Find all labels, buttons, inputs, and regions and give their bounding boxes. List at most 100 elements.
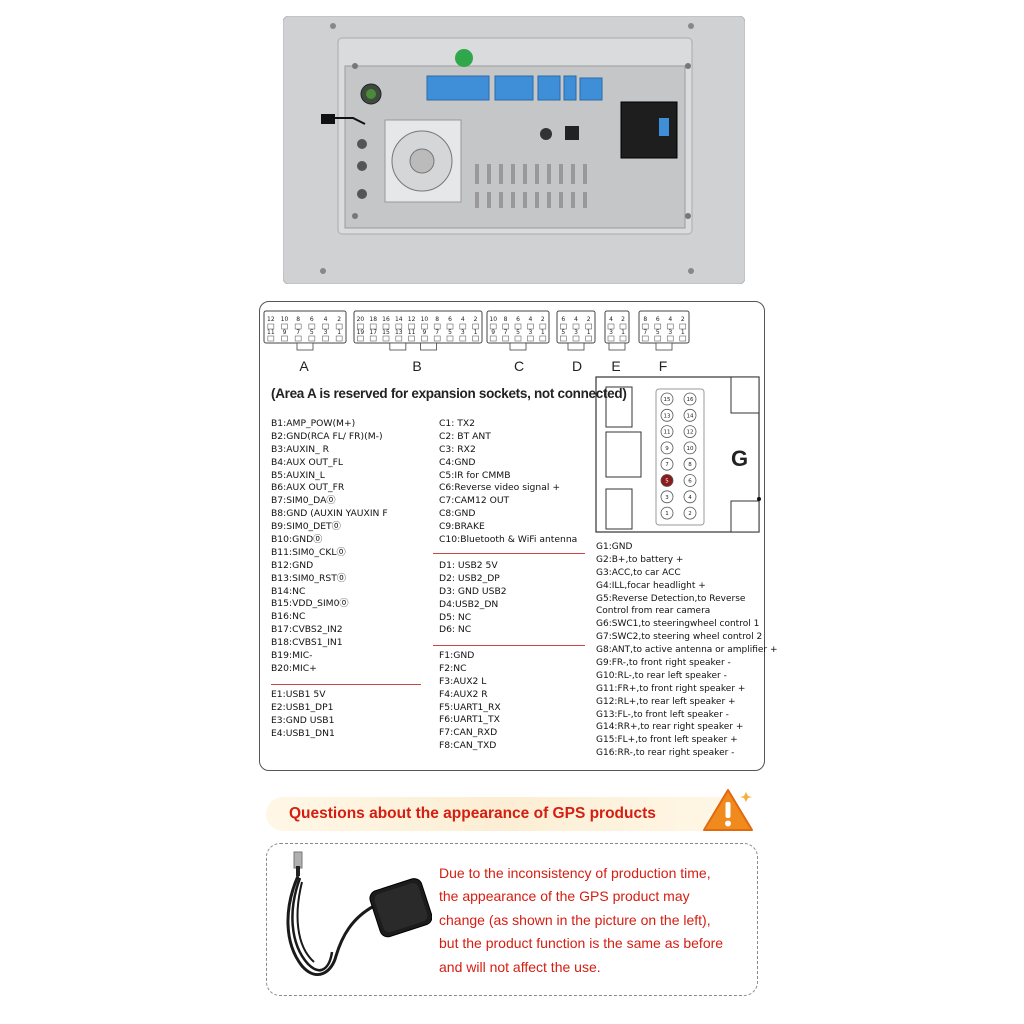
pin-entry: G5:Reverse Detection,to Reverse — [596, 593, 746, 604]
pin-number: 4 — [528, 316, 532, 323]
pin-number: 3 — [461, 329, 465, 336]
gps-notice-text: Due to the inconsistency of production t… — [439, 862, 759, 979]
pin-entry: C5:IR for CMMB — [439, 469, 511, 481]
pin-number: 12 — [267, 316, 275, 323]
pin-number: 6 — [561, 316, 565, 323]
g-pin — [683, 457, 697, 471]
pin-number: 15 — [664, 397, 671, 403]
pin-entry: B2:GND(RCA FL/ FR)(M-) — [271, 430, 383, 442]
pin-number: 10 — [687, 446, 694, 452]
pin-entry: B8:GND (AUXIN YAUXIN F — [271, 508, 388, 520]
pin-entry: G14:RR+,to rear right speaker + — [596, 722, 744, 733]
pin-number: 2 — [337, 316, 341, 323]
pin-number: 11 — [664, 430, 671, 436]
pin-entry: G3:ACC,to car ACC — [596, 567, 681, 578]
pin-number: 10 — [489, 316, 497, 323]
pin-number: 5 — [665, 479, 669, 485]
pin-number: 7 — [435, 329, 439, 336]
gps-notice-line: but the product function is the same as … — [439, 935, 724, 952]
connector-c-socket — [494, 75, 534, 101]
connector-label-d: D — [571, 358, 583, 374]
pin-entry: G15:FL+,to front left speaker + — [596, 735, 738, 746]
pin-entry: C1: TX2 — [439, 418, 476, 429]
pinout-panel — [259, 301, 765, 771]
pin-number: 11 — [408, 329, 416, 336]
pin-number: 4 — [324, 316, 328, 323]
pin-number: 16 — [382, 316, 390, 323]
divider — [271, 684, 421, 685]
pin-entry: B11:SIM0_CKL⓪ — [271, 546, 346, 558]
pin-entry: B13:SIM0_RST⓪ — [271, 572, 347, 584]
pin-entry: G6:SWC1,to steeringwheel control 1 — [596, 619, 760, 630]
pin-entry: D6: NC — [439, 624, 472, 636]
pin-number: 5 — [448, 329, 452, 336]
pin-number: 7 — [643, 329, 647, 336]
gps-notice-line: change (as shown in the picture on the l… — [439, 911, 711, 928]
pin-entry: B19:MIC- — [271, 650, 313, 662]
pin-entry: B1:AMP_POW(M+) — [271, 418, 356, 429]
pin-entry: B14:NC — [271, 585, 306, 597]
connector-label-c: C — [513, 358, 525, 374]
pin-number: 2 — [587, 316, 591, 323]
pin-number: 3 — [528, 329, 532, 336]
pin-number: 2 — [541, 316, 545, 323]
pin-number: 7 — [296, 329, 300, 336]
gps-notice-line: and will not affect the use. — [439, 958, 601, 975]
gps-notice-line: Due to the inconsistency of production t… — [439, 865, 711, 881]
connector-label-b: B — [412, 358, 422, 374]
pin-entry: E2:USB1_DP1 — [271, 701, 334, 713]
g-pin — [660, 457, 674, 471]
pin-number: 13 — [395, 329, 403, 336]
pin-number: 6 — [688, 479, 692, 485]
pin-number: 10 — [421, 316, 429, 323]
pin-number: 14 — [687, 413, 694, 419]
pin-entry: F8:CAN_TXD — [439, 740, 497, 752]
pin-number: 12 — [408, 316, 416, 323]
pin-number: 4 — [668, 316, 672, 323]
g-pin — [683, 441, 697, 455]
connector-e-socket — [563, 75, 577, 101]
pin-entry: G9:FR-,to front right speaker - — [596, 658, 731, 669]
pin-number: 8 — [435, 316, 439, 323]
pin-entry: B4:AUX OUT_FL — [271, 456, 344, 468]
g-pin — [660, 506, 674, 520]
pin-entry: D1: USB2 5V — [439, 560, 498, 571]
pin-entry: G7:SWC2,to steering wheel control 2 — [596, 632, 763, 643]
pin-entry: F5:UART1_RX — [439, 701, 501, 713]
g-pin — [683, 392, 697, 406]
pin-entry: G16:RR-,to rear right speaker - — [596, 748, 735, 759]
pin-number: 8 — [504, 316, 508, 323]
pin-entry: B6:AUX OUT_FR — [271, 482, 345, 494]
pin-number: 4 — [688, 495, 692, 501]
pin-number: 6 — [448, 316, 452, 323]
pin-entry: B7:SIM0_DA⓪ — [271, 495, 336, 507]
qc-sticker — [455, 49, 473, 67]
pin-number: 9 — [665, 446, 669, 452]
g-pin — [660, 490, 674, 504]
pin-entry: G12:RL+,to rear left speaker + — [596, 696, 736, 707]
pin-number: 3 — [665, 495, 669, 501]
pin-entry: G2:B+,to battery + — [596, 554, 684, 565]
pin-number: 7 — [504, 329, 508, 336]
pin-number: 6 — [516, 316, 520, 323]
pin-number: 14 — [395, 316, 403, 323]
pin-number: 1 — [541, 329, 545, 336]
warning-icon — [703, 789, 753, 831]
pin-entry: F7:CAN_RXD — [439, 727, 498, 739]
pin-number: 5 — [561, 329, 565, 336]
pin-number: 9 — [283, 329, 287, 336]
pin-number: 17 — [369, 329, 377, 336]
g-pin — [660, 425, 674, 439]
pin-number: 6 — [656, 316, 660, 323]
pin-entry: B20:MIC+ — [271, 662, 317, 674]
pin-entry: G1:GND — [596, 542, 633, 552]
pin-number: 2 — [621, 316, 625, 323]
pin-entry: B9:SIM0_DET⓪ — [271, 521, 341, 533]
